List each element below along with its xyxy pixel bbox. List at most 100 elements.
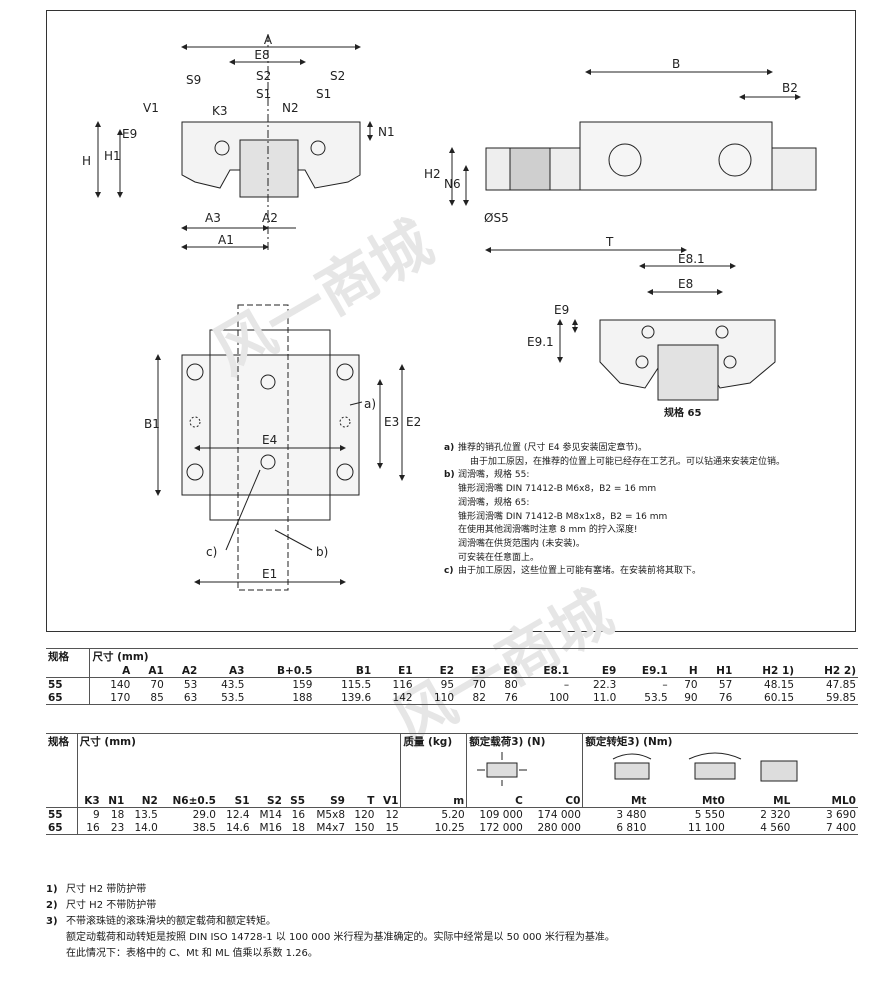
table1-cell: 95 <box>440 678 455 691</box>
table2-cell: M14 <box>259 808 282 821</box>
table2-cell: 15 <box>376 821 401 835</box>
table2-cell: 12.4 <box>226 808 250 821</box>
note-b-line: 润滑嘴，规格 65: <box>458 497 530 508</box>
table1-cell: 188 <box>246 691 315 705</box>
table1-cell: 47.85 <box>825 678 856 691</box>
dim-E8: E8 <box>254 48 269 62</box>
column-header: C <box>466 794 525 808</box>
technical-drawing: A E8 S2 S1 N2 S2 S1 S9 K3 V1 E9 H H1 N1 … <box>82 33 817 591</box>
column-header: A2 <box>165 664 200 678</box>
table1-cell: 59.85 <box>796 691 858 705</box>
table1-cell: 22.3 <box>592 678 617 691</box>
table2-cell: 18 <box>110 808 125 821</box>
column-header: Mt0 <box>648 794 727 808</box>
col-size-label: 规格 <box>46 648 90 664</box>
table1-cell: 70 <box>684 678 698 691</box>
column-header: T <box>347 794 377 808</box>
column-header: N1 <box>101 794 127 808</box>
column-header: E8.1 <box>519 664 572 678</box>
table2-cell: 150 <box>347 821 377 835</box>
footnote-3-line: 额定动载荷和动转矩是按照 DIN ISO 14728-1 以 100 000 米… <box>66 932 615 943</box>
col-size-label-2: 规格 <box>46 733 78 794</box>
dim-E3: E3 <box>384 415 399 429</box>
load-table: 规格 尺寸 (mm) 质量 (kg) 额定载荷3) (N) 额定转矩3) (Nm… <box>46 733 858 835</box>
torque-icons <box>613 752 798 782</box>
table2-cell: 11 100 <box>648 821 727 835</box>
table2-cell: 14.0 <box>126 821 160 835</box>
table1-cell: 159 <box>292 678 313 691</box>
note-c: c)由于加工原因，这些位置上可能有塞堵。在安装前将其取下。 <box>444 566 702 577</box>
unit-label: 尺寸 (mm) <box>89 648 858 664</box>
table2-cell: 12 <box>385 808 399 821</box>
table2-cell: 120 <box>354 808 375 821</box>
dim-E8-1: E8.1 <box>678 252 705 266</box>
unit-label-2: 尺寸 (mm) <box>76 733 401 794</box>
column-header: A3 <box>199 664 247 678</box>
table2-cell: 16 <box>291 808 306 821</box>
dim-H: H <box>82 154 91 168</box>
table1-cell: 60.15 <box>734 691 797 705</box>
table2-cell: 18 <box>283 821 308 835</box>
table1-cell: 43.5 <box>221 678 245 691</box>
table2-cell: 23 <box>101 821 127 835</box>
table1-cell: 76 <box>699 691 735 705</box>
end-view-caption: 规格 65 <box>664 408 702 419</box>
column-header: Mt <box>582 794 649 808</box>
column-header: S5 <box>283 794 308 808</box>
torque-header: 额定转矩3) (Nm) <box>582 733 858 794</box>
column-header: B1 <box>314 664 374 678</box>
table2-cell: 172 000 <box>466 821 525 835</box>
column-header: E2 <box>414 664 457 678</box>
table1-cell: 63 <box>165 691 200 705</box>
dim-A3: A3 <box>205 211 221 225</box>
footnote-3: 3)不带滚珠链的滚珠滑块的额定载荷和额定转矩。 <box>46 916 276 927</box>
table2-cell: 65 <box>46 821 78 835</box>
table1-cell: – <box>662 678 668 691</box>
dim-A1: A1 <box>218 233 234 247</box>
dim-N1: N1 <box>378 125 395 139</box>
load-header: 额定载荷3) (N) <box>466 733 583 794</box>
footnote-2: 2)尺寸 H2 不带防护带 <box>46 900 157 911</box>
table1-cell: 142 <box>373 691 415 705</box>
footnote-1: 1)尺寸 H2 带防护带 <box>46 884 147 895</box>
dim-S5: ØS5 <box>484 211 509 225</box>
table1-cell: 48.15 <box>764 678 795 691</box>
mass-label: 质量 (kg) <box>400 733 467 794</box>
dim-H1: H1 <box>104 149 121 163</box>
table2-cell: 4 560 <box>726 821 793 835</box>
table1-cell: 100 <box>519 691 572 705</box>
footnotes: 1)尺寸 H2 带防护带 2)尺寸 H2 不带防护带 3)不带滚珠链的滚珠滑块的… <box>46 882 615 962</box>
dim-B: B <box>672 57 680 71</box>
dim-H2: H2 <box>424 167 441 181</box>
column-header: C0 <box>524 794 583 808</box>
table2-cell: 109 000 <box>479 808 523 821</box>
table2-cell: 13.5 <box>134 808 158 821</box>
column-header: m <box>400 794 467 808</box>
table1-cell: 85 <box>132 691 166 705</box>
table1-cell: 53 <box>183 678 198 691</box>
dim-E2: E2 <box>406 415 421 429</box>
table2-cell: M5x8 <box>316 808 345 821</box>
table2-cell: 16 <box>76 821 102 835</box>
table2-cell: 14.6 <box>218 821 252 835</box>
table1-cell: 70 <box>150 678 164 691</box>
dim-E9: E9 <box>122 127 137 141</box>
table2-cell: 3 690 <box>825 808 856 821</box>
column-header: E1 <box>373 664 415 678</box>
table2-cell: M4x7 <box>307 821 347 835</box>
dim-S1-right: S1 <box>316 87 331 101</box>
table2-cell: 29.0 <box>192 808 216 821</box>
column-header: N6±0.5 <box>159 794 218 808</box>
column-header: H2 2) <box>796 664 858 678</box>
table1-cell: 55 <box>48 678 63 691</box>
table2-cell: 280 000 <box>524 821 583 835</box>
column-header: ML <box>726 794 793 808</box>
column-header: H1 <box>699 664 735 678</box>
marker-b: b) <box>316 545 328 559</box>
table1-cell: 116 <box>392 678 413 691</box>
load-icon <box>477 752 528 786</box>
footnote-3-line: 在此情况下：表格中的 C、Mt 和 ML 值乘以系数 1.26。 <box>66 948 318 959</box>
table1-cell: 80 <box>504 678 518 691</box>
table1-cell: – <box>563 678 570 691</box>
column-header: S2 <box>251 794 284 808</box>
